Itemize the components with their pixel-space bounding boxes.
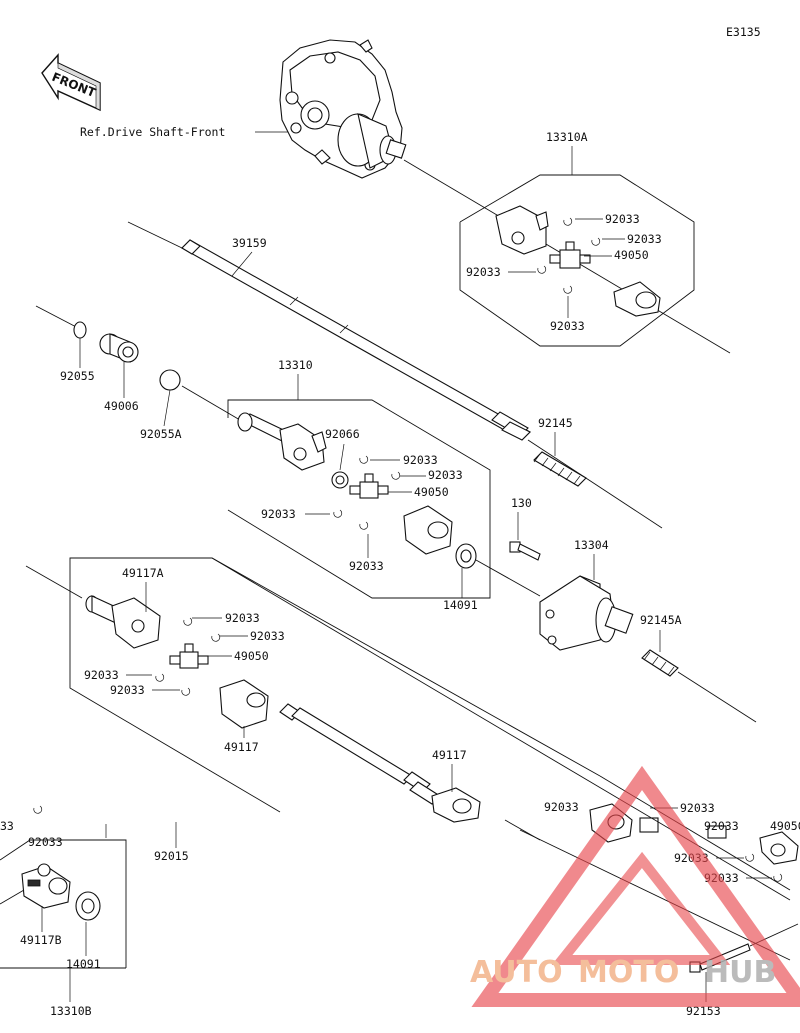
label-49117-a: 49117 xyxy=(224,740,259,754)
label-92055A: 92055A xyxy=(140,427,182,441)
label-49050-b: 49050 xyxy=(414,485,449,499)
propeller-shaft-lower xyxy=(279,703,441,805)
label-49050-a: 49050 xyxy=(614,248,649,262)
label-130: 130 xyxy=(511,496,532,510)
label-92033-b2: 92033 xyxy=(428,468,463,482)
circlip-icon xyxy=(745,853,755,862)
label-92153: 92153 xyxy=(686,1004,721,1018)
label-49117-b: 49117 xyxy=(432,748,467,762)
cross-49050-c xyxy=(169,643,209,669)
circlip-icon xyxy=(537,265,547,274)
label-92145A: 92145A xyxy=(640,613,682,627)
label-49006: 49006 xyxy=(104,399,139,413)
label-49050-e: 92033 xyxy=(28,835,63,849)
circlip-icon xyxy=(359,455,369,464)
watermark-text-hub: HUB xyxy=(704,955,776,990)
circlip-icon xyxy=(773,873,783,882)
label-49117A: 49117A xyxy=(122,566,164,580)
label-14091-a: 14091 xyxy=(443,598,478,612)
circlip-92055 xyxy=(73,321,87,339)
label-92015: 92015 xyxy=(154,849,189,863)
circlip-icon xyxy=(33,805,43,814)
front-differential-housing xyxy=(279,39,407,179)
bolt-130 xyxy=(509,541,541,561)
circlip-icon xyxy=(333,509,343,518)
label-39159: 39159 xyxy=(232,236,267,250)
yoke-49117-b xyxy=(431,787,481,823)
yoke-49117B xyxy=(21,863,71,909)
label-92033-c4: 92033 xyxy=(110,683,145,697)
spring-92145A xyxy=(641,649,679,677)
label-49117B: 49117B xyxy=(20,933,62,947)
yoke-13310-upper xyxy=(237,412,327,471)
circlip-icon xyxy=(563,217,573,226)
watermark-text-auto: AUTO xyxy=(470,955,563,990)
diagram-code: E3135 xyxy=(726,25,761,39)
circlip-icon xyxy=(183,617,193,626)
label-33: 33 xyxy=(0,819,14,833)
label-92033-d3: 92033 xyxy=(704,819,739,833)
cross-49050-a xyxy=(549,241,591,269)
label-92033-b3: 92033 xyxy=(261,507,296,521)
yoke-49117A xyxy=(85,595,161,649)
label-92033-d2: 92033 xyxy=(680,801,715,815)
bearing-housing-13304 xyxy=(539,575,634,651)
o-ring-92055A xyxy=(159,369,181,391)
circlip-icon xyxy=(391,471,401,480)
yoke-13310A-upper xyxy=(495,205,549,255)
yoke-13310A-lower xyxy=(613,281,661,317)
label-92055: 92055 xyxy=(60,369,95,383)
spring-92145 xyxy=(533,451,587,487)
label-14091-b: 14091 xyxy=(66,957,101,971)
label-13310B: 13310B xyxy=(50,1004,92,1018)
label-92066: 92066 xyxy=(325,427,360,441)
label-92033-d1: 92033 xyxy=(544,800,579,814)
label-92033-c2: 92033 xyxy=(250,629,285,643)
yoke-49117-a xyxy=(219,679,269,729)
yoke-13310-lower xyxy=(403,505,453,555)
cross-49050-b xyxy=(349,473,389,499)
circlip-icon xyxy=(211,633,221,642)
label-92033-b1: 92033 xyxy=(403,453,438,467)
label-92033-c3: 92033 xyxy=(84,668,119,682)
label-49050-d: 49050 xyxy=(770,819,800,833)
label-92033-a4: 92033 xyxy=(550,319,585,333)
label-92033-a3: 92033 xyxy=(466,265,501,279)
label-13310A: 13310A xyxy=(546,130,588,144)
circlip-icon xyxy=(181,687,191,696)
seal-49006 xyxy=(99,333,139,363)
watermark-text-moto: MOTO xyxy=(578,955,679,990)
front-arrow-icon: FRONT xyxy=(41,53,101,112)
label-92033-c1: 92033 xyxy=(225,611,260,625)
label-13310: 13310 xyxy=(278,358,313,372)
label-92033-a1: 92033 xyxy=(605,212,640,226)
label-49050-c: 49050 xyxy=(234,649,269,663)
circlip-icon xyxy=(563,285,573,294)
label-92145: 92145 xyxy=(538,416,573,430)
circlip-icon xyxy=(591,237,601,246)
watermark-logo: AUTO MOTO HUB xyxy=(470,765,800,1007)
circlip-icon xyxy=(359,521,369,530)
label-13304: 13304 xyxy=(574,538,609,552)
circlip-icon xyxy=(155,673,165,682)
label-92033-a2: 92033 xyxy=(627,232,662,246)
label-92033-b4: 92033 xyxy=(349,559,384,573)
ref-note: Ref.Drive Shaft-Front xyxy=(80,125,225,139)
